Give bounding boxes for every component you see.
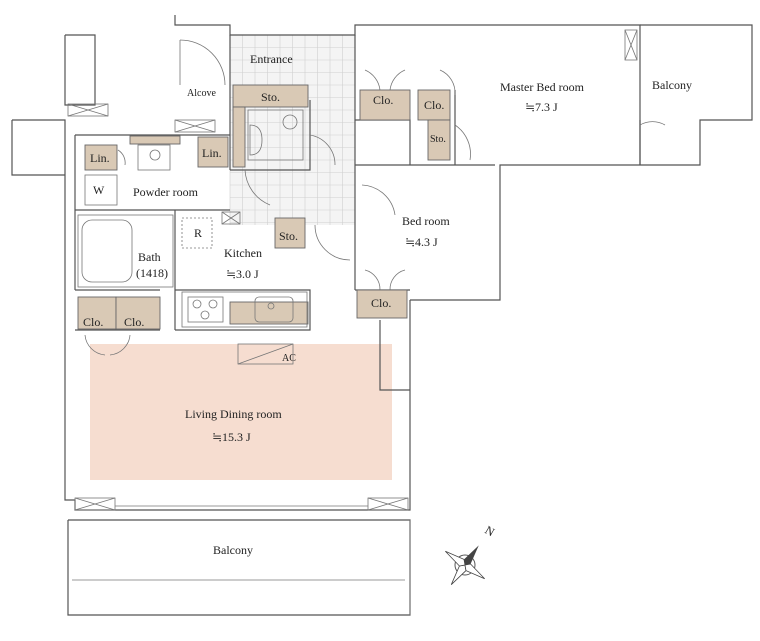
label-powder-room: Powder room xyxy=(133,185,199,199)
label-bed-room-size: ≒4.3 J xyxy=(405,235,438,249)
label-sto-master: Sto. xyxy=(430,134,446,145)
label-kitchen: Kitchen xyxy=(224,246,262,260)
doors xyxy=(84,39,666,356)
label-refrigerator: R xyxy=(194,226,202,240)
label-washer: W xyxy=(93,183,105,197)
living-dining-highlight xyxy=(90,344,392,480)
label-bath: Bath xyxy=(138,250,161,264)
label-clo-master-1: Clo. xyxy=(373,93,393,107)
label-master-bed-size: ≒7.3 J xyxy=(525,100,558,114)
label-balcony-bottom: Balcony xyxy=(213,543,253,557)
label-balcony-top: Balcony xyxy=(652,78,692,92)
windows xyxy=(67,29,638,511)
label-bed-room: Bed room xyxy=(402,214,450,228)
label-alcove: Alcove xyxy=(187,88,216,99)
label-clo-bath-1: Clo. xyxy=(83,315,103,329)
label-clo-master-2: Clo. xyxy=(424,98,444,112)
fixtures xyxy=(77,109,308,365)
label-kitchen-size: ≒3.0 J xyxy=(226,267,259,281)
label-lin-powder-1: Lin. xyxy=(90,151,110,165)
storage-blocks xyxy=(77,84,451,330)
label-entrance: Entrance xyxy=(250,52,293,66)
label-living-dining-size: ≒15.3 J xyxy=(212,430,251,444)
entrance-tile-floor xyxy=(229,34,356,225)
label-sto-entrance: Sto. xyxy=(261,90,280,104)
compass-rose xyxy=(445,545,485,585)
label-lin-powder-2: Lin. xyxy=(202,146,222,160)
label-master-bed-room: Master Bed room xyxy=(500,80,585,94)
label-living-dining-room: Living Dining room xyxy=(185,407,282,421)
label-clo-bed-room: Clo. xyxy=(371,296,391,310)
label-clo-bath-2: Clo. xyxy=(124,315,144,329)
label-bath-size: (1418) xyxy=(136,266,168,280)
label-ac: AC xyxy=(282,353,296,364)
label-sto-kitchen: Sto. xyxy=(279,229,298,243)
label-north: N xyxy=(483,523,498,540)
